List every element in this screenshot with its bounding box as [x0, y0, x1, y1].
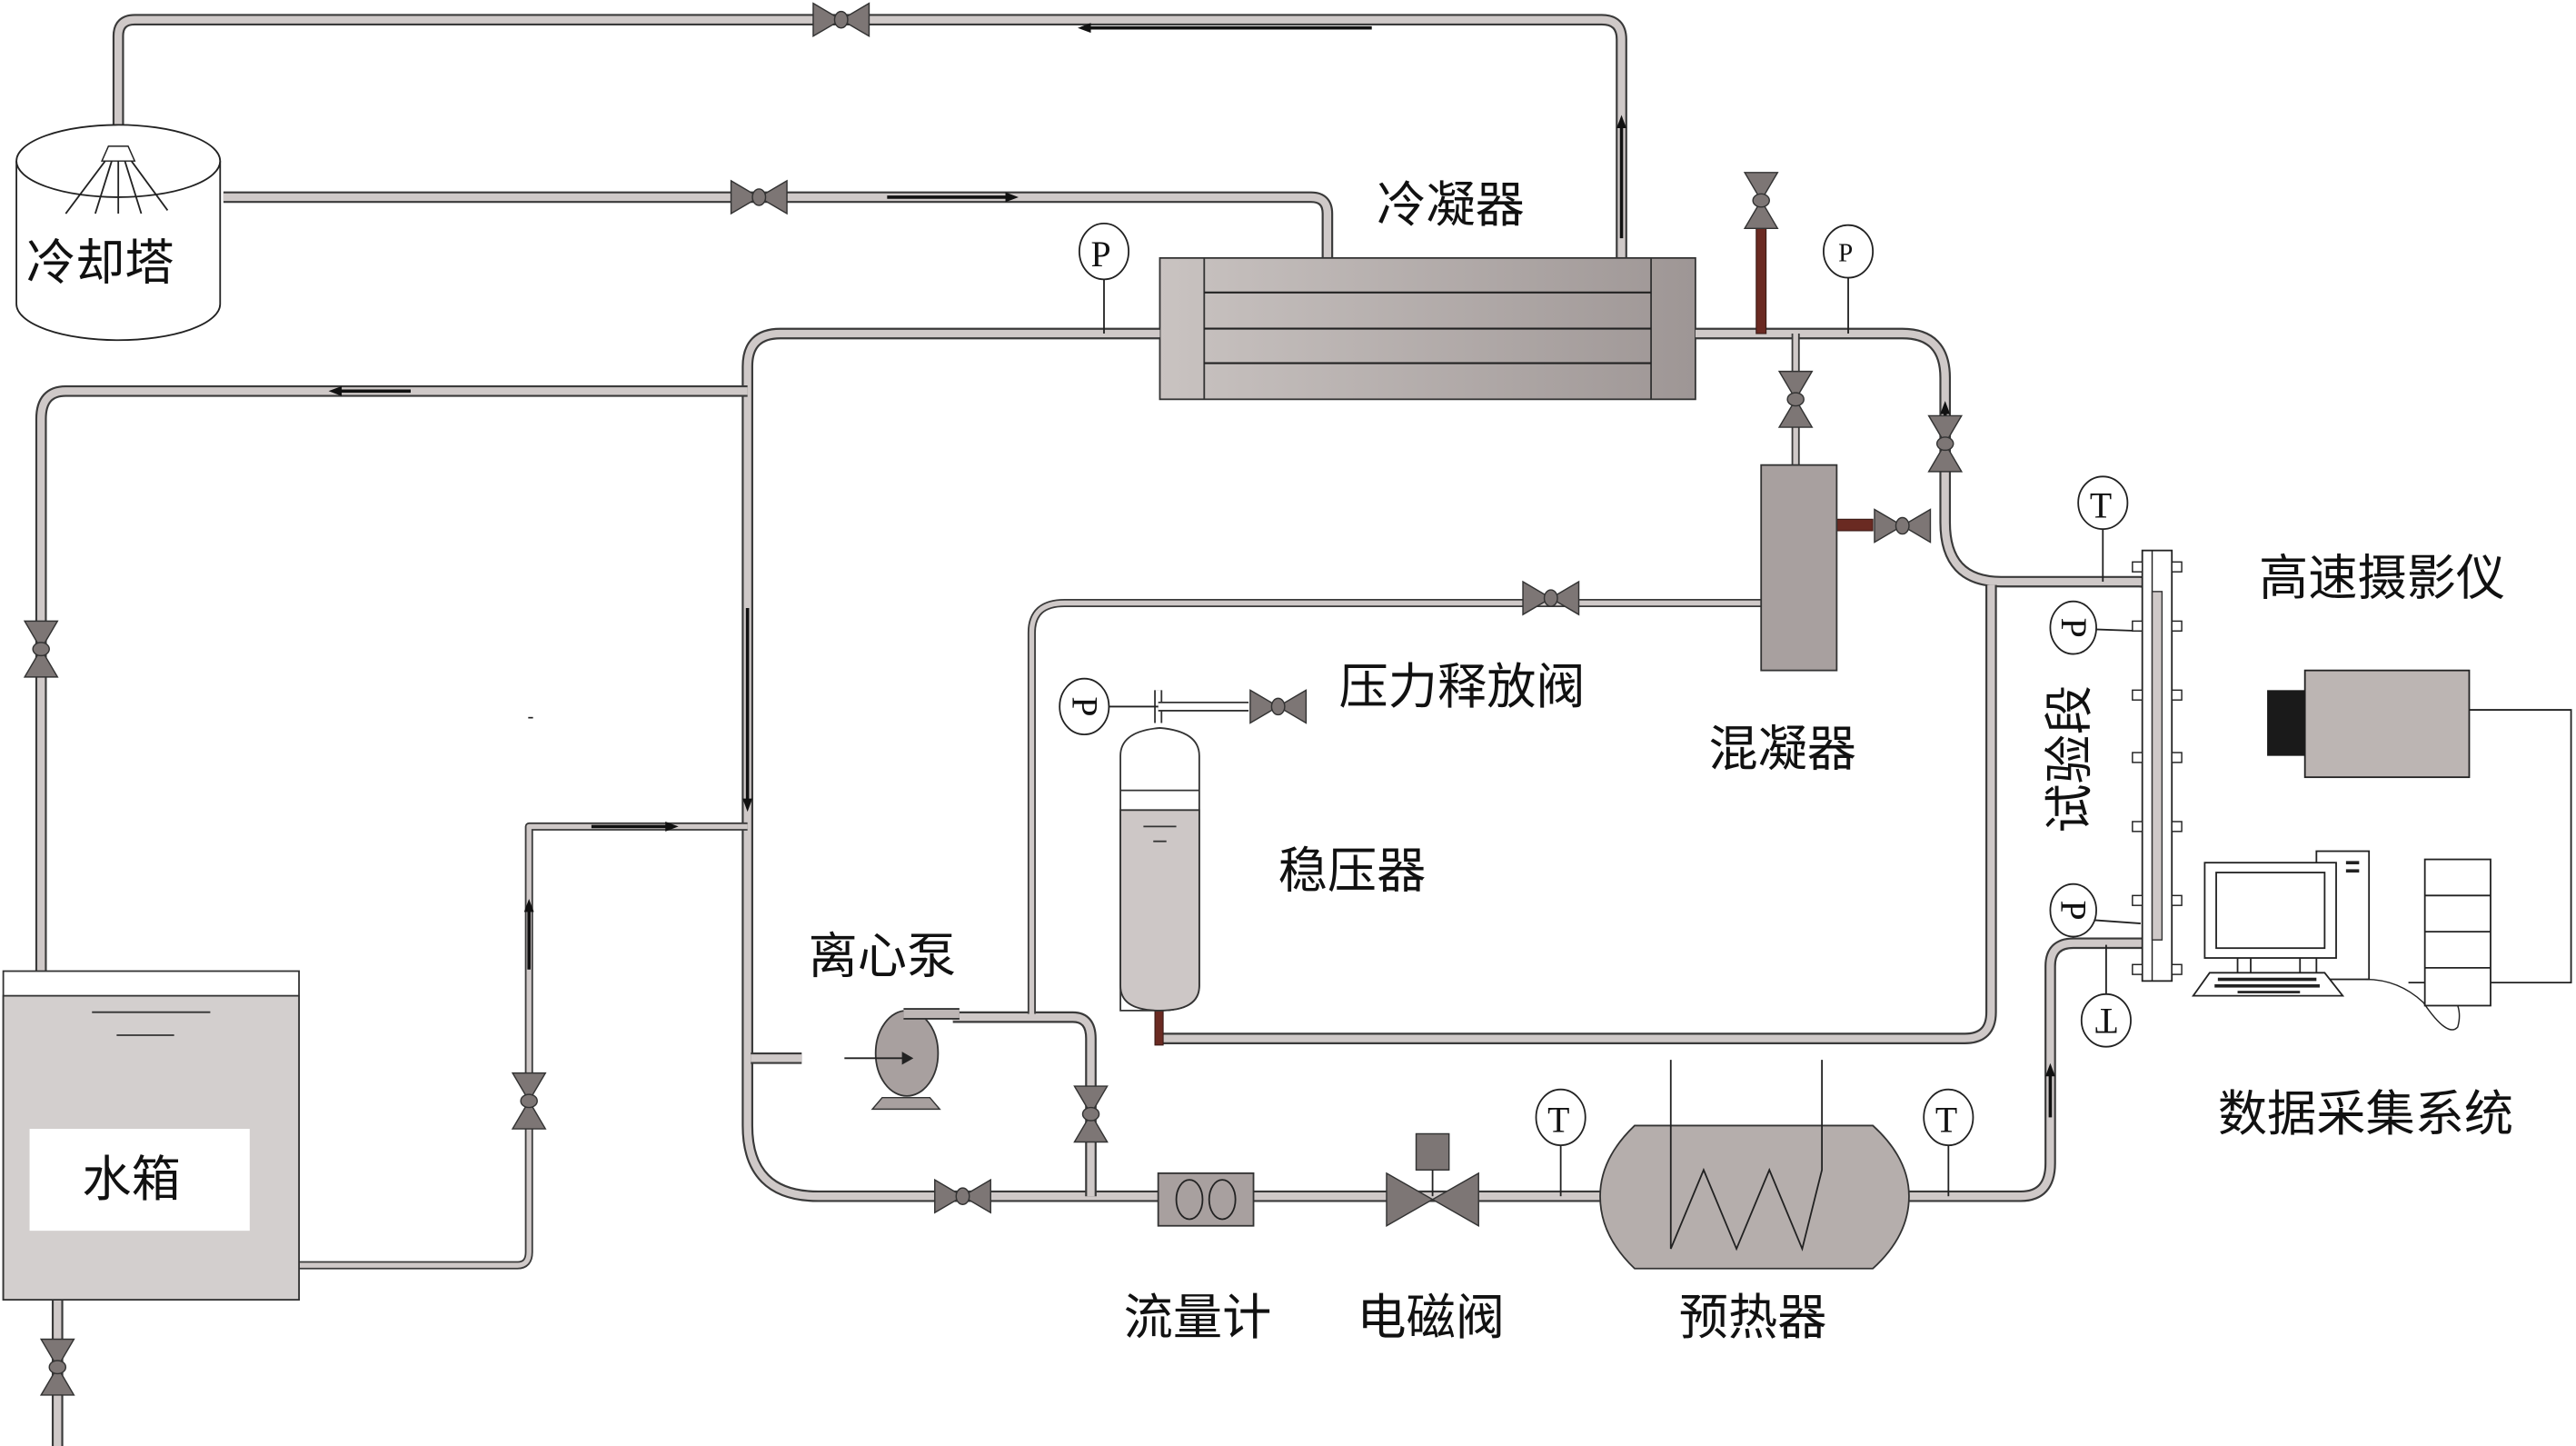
- red-connector: [1755, 213, 1767, 334]
- condenser: 冷凝器: [1159, 176, 1696, 401]
- solenoid-valve[interactable]: 电磁阀: [1357, 1132, 1505, 1346]
- bolt-icon: [2132, 821, 2143, 833]
- valve-icon[interactable]: [23, 620, 59, 678]
- stray-mark: -: [527, 705, 533, 728]
- valve-icon[interactable]: [39, 1338, 75, 1396]
- temperature-gauge: T: [1923, 1088, 1974, 1197]
- svg-text:P: P: [1064, 696, 1104, 716]
- svg-text:T: T: [2095, 1001, 2117, 1041]
- high-speed-camera[interactable]: 高速摄影仪: [2259, 549, 2572, 984]
- daq-label: 数据采集系统: [2218, 1085, 2513, 1142]
- bolt-icon: [2132, 561, 2143, 573]
- data-acquisition-system[interactable]: 数据采集系统: [2191, 850, 2513, 1142]
- valve-icon[interactable]: [934, 1178, 991, 1214]
- red-connector: [1835, 518, 1874, 532]
- temperature-gauge: T: [2080, 944, 2132, 1048]
- valve-icon[interactable]: [1927, 414, 1964, 473]
- bolt-icon: [2171, 620, 2183, 632]
- cooling-tower: 冷却塔: [15, 124, 222, 342]
- bolt-icon: [2132, 689, 2143, 701]
- pressure-gauge: P: [1059, 677, 1159, 736]
- bolt-icon: [2132, 620, 2143, 632]
- mixer-condenser-label: 混凝器: [1708, 721, 1856, 778]
- bolt-icon: [2171, 894, 2183, 906]
- relief-valve-label: 压力释放阀: [1339, 658, 1586, 715]
- red-connector: [1154, 1008, 1164, 1046]
- svg-text:P: P: [1838, 238, 1853, 267]
- svg-text:P: P: [2054, 901, 2094, 921]
- camera-label: 高速摄影仪: [2259, 549, 2505, 606]
- pressure-gauge: P: [1823, 224, 1875, 334]
- flange-bolts: [2132, 561, 2183, 975]
- svg-text:T: T: [1935, 1101, 1957, 1141]
- condenser-label: 冷凝器: [1377, 176, 1525, 234]
- cooling-water-loop: [112, 2, 1627, 258]
- flowmeter: 流量计: [1124, 1172, 1272, 1346]
- bolt-icon: [2171, 689, 2183, 701]
- camera-lens-icon: [2267, 690, 2305, 756]
- mixer-condenser: 混凝器: [1708, 464, 1856, 778]
- bolt-icon: [2132, 894, 2143, 906]
- svg-text:T: T: [2090, 486, 2112, 526]
- valve-icon[interactable]: [1743, 172, 1779, 230]
- pressure-gauge: P: [2049, 883, 2141, 938]
- svg-text:P: P: [2054, 618, 2094, 638]
- preheater-label: 预热器: [1679, 1289, 1827, 1346]
- pump-label: 离心泵: [809, 927, 957, 984]
- valves: [23, 172, 1964, 1396]
- temperature-gauge: T: [1535, 1088, 1586, 1197]
- pressure-gauge: P: [2049, 600, 2141, 655]
- test-section: 试验段: [2041, 549, 2183, 982]
- valve-icon[interactable]: [1522, 580, 1580, 616]
- temperature-gauge: T: [2077, 475, 2129, 583]
- gauges: P P T P P T P T: [1059, 222, 2141, 1197]
- pressurizer: 稳压器 压力释放阀: [1119, 658, 1586, 1012]
- preheater: 预热器: [1599, 1060, 1910, 1346]
- valve-icon[interactable]: [1874, 508, 1932, 543]
- pressure-gauge: P: [1078, 222, 1130, 334]
- bolt-icon: [2171, 821, 2183, 833]
- bolt-icon: [2171, 561, 2183, 573]
- water-tank-label: 水箱: [82, 1151, 180, 1208]
- bolt-icon: [2132, 963, 2143, 975]
- test-section-label: 试验段: [2041, 685, 2098, 833]
- pressurizer-label: 稳压器: [1278, 842, 1427, 899]
- valve-icon[interactable]: [730, 179, 788, 215]
- water-tank: 水箱: [2, 970, 300, 1301]
- valve-icon[interactable]: [1073, 1085, 1109, 1143]
- valve-icon[interactable]: [511, 1072, 547, 1130]
- cooling-tower-label: 冷却塔: [26, 234, 174, 291]
- spray-nozzle-icon: [65, 145, 169, 214]
- bolt-icon: [2171, 963, 2183, 975]
- valve-icon[interactable]: [812, 2, 870, 38]
- centrifugal-pump[interactable]: 离心泵: [809, 927, 960, 1111]
- bolt-icon: [2171, 752, 2183, 763]
- relief-valve-icon[interactable]: [1249, 689, 1308, 724]
- valve-icon[interactable]: [1777, 370, 1814, 428]
- bolt-icon: [2132, 752, 2143, 763]
- main-loop-pipes: [35, 327, 2163, 1446]
- flowmeter-label: 流量计: [1124, 1289, 1272, 1346]
- solenoid-valve-label: 电磁阀: [1357, 1289, 1505, 1346]
- svg-text:T: T: [1547, 1101, 1569, 1141]
- svg-text:P: P: [1091, 234, 1111, 274]
